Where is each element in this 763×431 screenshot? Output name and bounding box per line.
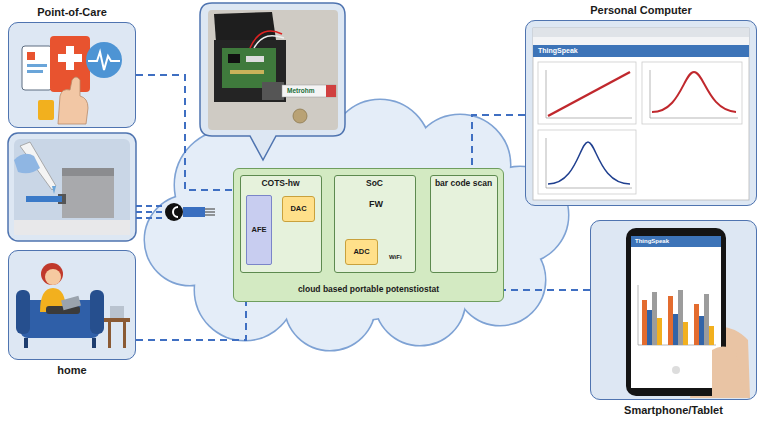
soc-box: SoC ADC <box>334 175 416 273</box>
box-label: SoC <box>366 179 383 189</box>
point-of-care-icon <box>22 36 122 124</box>
application-panel: Point-of-Care <box>8 22 136 128</box>
device-photo <box>208 10 338 130</box>
home-illustration <box>16 263 130 348</box>
speech-bubble <box>200 3 345 160</box>
panel-title: Smartphone/Tablet <box>624 404 723 417</box>
adc-block: ADC <box>345 239 378 265</box>
barcode-box: bar code scan <box>430 175 498 273</box>
app-name: ThingSpeak <box>635 238 669 245</box>
cloud-shape <box>145 100 568 350</box>
network-link <box>136 302 246 340</box>
photo-panel <box>8 133 136 241</box>
app-name: ThingSpeak <box>538 47 578 55</box>
panel-ground <box>525 20 757 206</box>
afe-block: AFE <box>246 195 272 265</box>
dac-block: DAC <box>282 196 315 222</box>
box-label: ADC <box>353 248 369 257</box>
panel-ground <box>590 220 757 400</box>
hardware-box: COTS-hwAFE DAC <box>240 175 322 273</box>
box-label: AFE <box>252 226 267 235</box>
wifi-label: WiFi <box>389 254 402 261</box>
dashboard-screenshot <box>533 28 749 200</box>
smartphone-photo <box>626 228 750 398</box>
panel-title: Point-of-Care <box>37 6 107 19</box>
network-link <box>136 75 233 190</box>
application-panel: home <box>8 250 136 360</box>
pipette-photo <box>14 139 130 235</box>
system-box: cloud based portable potenstiostat COTS-h… <box>233 168 504 302</box>
brand-label: Metrohm <box>287 87 314 94</box>
sensor-connector <box>136 203 215 221</box>
panel-title: Personal Computer <box>590 4 691 17</box>
application-panel: Smartphone/Tablet <box>590 220 757 400</box>
panel-ground <box>8 22 136 128</box>
panel-ground <box>8 250 136 360</box>
box-label: COTS-hw <box>261 179 299 189</box>
box-label: bar code scan <box>435 179 492 189</box>
network-link <box>472 115 525 168</box>
panel-title: home <box>57 364 86 377</box>
box-label: DAC <box>290 205 306 214</box>
system-caption: cloud based portable potenstiostat <box>298 285 439 295</box>
firmware-label: FW <box>369 200 383 210</box>
network-link <box>504 289 590 291</box>
